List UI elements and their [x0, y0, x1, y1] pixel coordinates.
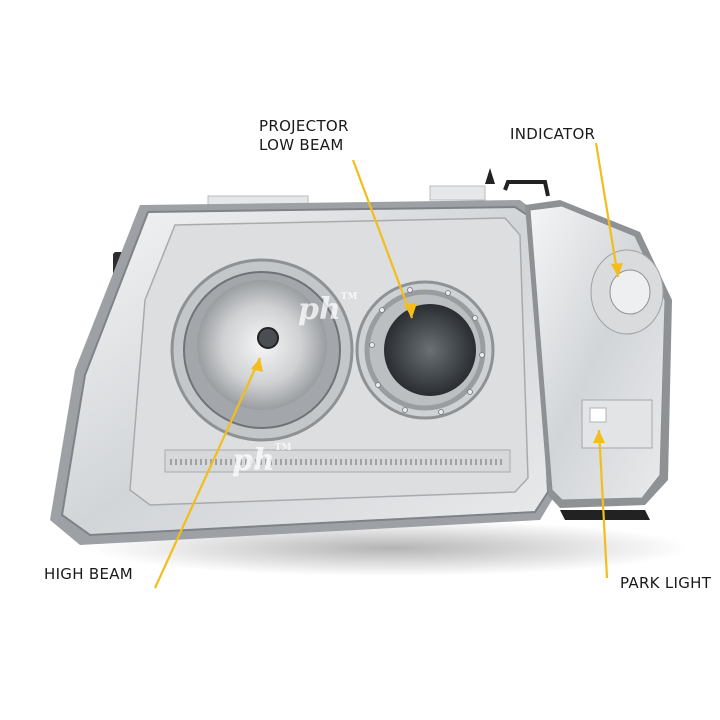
label-projector-line2: LOW BEAM	[259, 136, 344, 154]
park-light-reflector	[581, 399, 653, 449]
label-high-beam: HIGH BEAM	[44, 565, 134, 583]
label-indicator: INDICATOR	[510, 125, 596, 143]
arrowhead	[404, 303, 417, 318]
projector-lens	[384, 304, 476, 396]
watermark-bottom: phTM	[232, 443, 292, 478]
watermark-top: phTM	[298, 292, 358, 327]
label-projector-low-beam: PROJECTOR LOW BEAM	[259, 117, 349, 155]
label-park-light: PARK LIGHT	[620, 574, 712, 592]
label-projector-line1: PROJECTOR	[259, 117, 349, 135]
high-beam-bulb	[257, 327, 279, 349]
leader-lines	[153, 142, 620, 589]
